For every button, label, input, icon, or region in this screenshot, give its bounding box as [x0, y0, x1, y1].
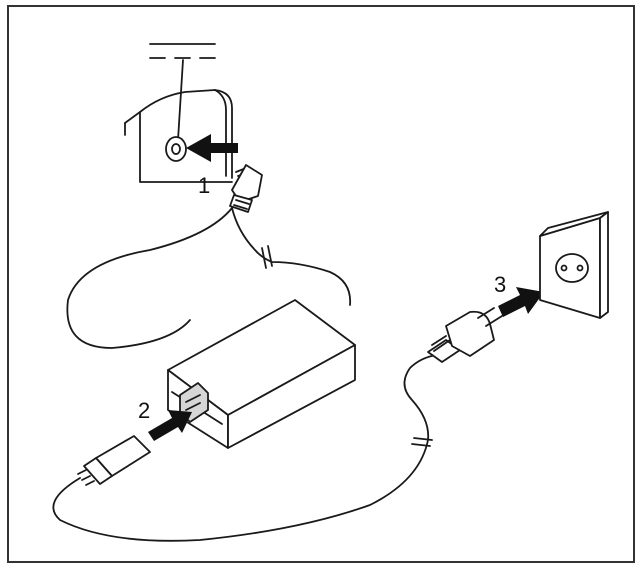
step-number-3: 3	[494, 272, 506, 297]
step-number-2: 2	[138, 398, 150, 423]
arrow-step-2	[148, 410, 192, 441]
laptop-dc-jack	[124, 89, 233, 183]
power-adapter	[167, 299, 356, 449]
dc-plug	[229, 164, 263, 213]
mains-plug	[427, 307, 503, 363]
dc-voltage-icon	[149, 43, 216, 141]
dc-cable	[66, 207, 233, 349]
arrow-step-3	[498, 287, 544, 317]
diagram-frame	[7, 5, 635, 563]
wall-outlet	[539, 211, 609, 319]
step-number-1: 1	[198, 173, 210, 198]
arrow-step-1	[186, 134, 238, 162]
ac-power-cord	[52, 354, 437, 542]
ac-cord-connector	[77, 435, 151, 486]
